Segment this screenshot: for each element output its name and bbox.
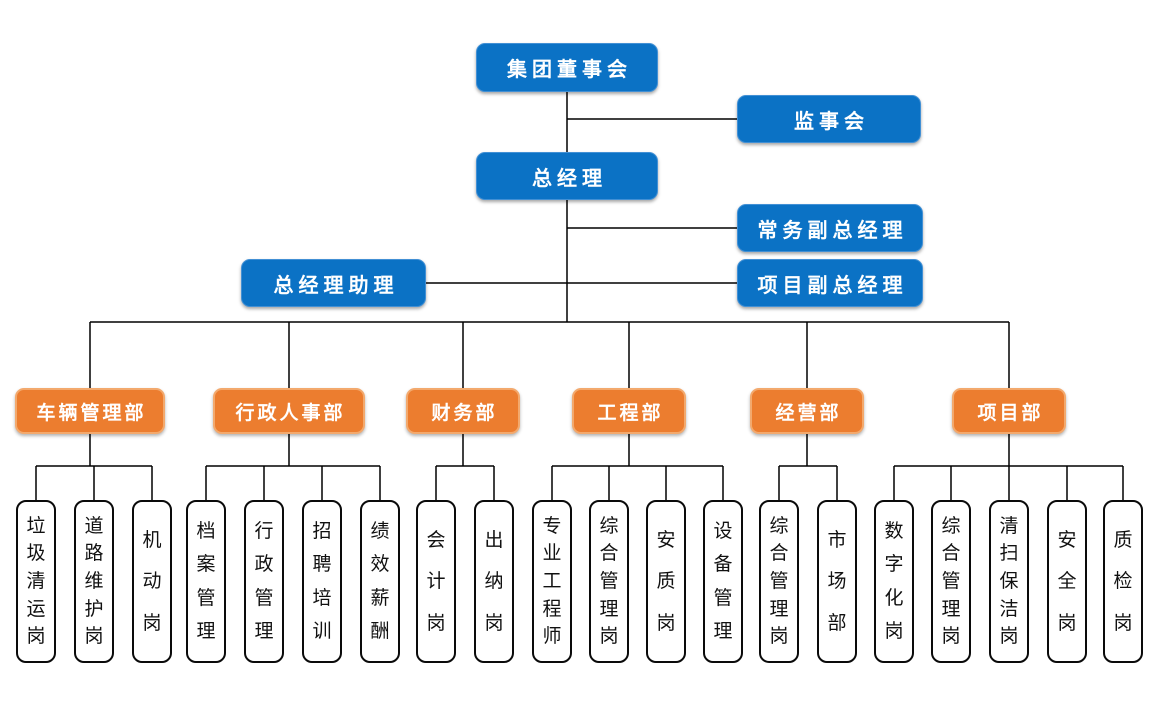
pos-admin-mgmt: 行政管理 <box>244 500 284 663</box>
pos-cashier: 出纳岗 <box>474 500 514 663</box>
pos-cleaning: 清扫保洁岗 <box>989 500 1029 663</box>
dept-vehicle-management: 车辆管理部 <box>15 388 165 434</box>
pos-safety-quality: 安质岗 <box>646 500 686 663</box>
pos-archives-mgmt: 档案管理 <box>186 500 226 663</box>
pos-general-mgmt-engineering: 综合管理岗 <box>589 500 629 663</box>
pos-general-mgmt-operations: 综合管理岗 <box>759 500 799 663</box>
node-supervisory-board: 监事会 <box>737 95 921 143</box>
dept-hr-admin: 行政人事部 <box>213 388 365 434</box>
dept-engineering: 工程部 <box>572 388 686 434</box>
node-gm-assistant: 总经理助理 <box>241 259 426 307</box>
pos-digitalization: 数字化岗 <box>874 500 914 663</box>
node-general-manager: 总经理 <box>476 152 658 200</box>
dept-finance: 财务部 <box>406 388 520 434</box>
pos-mobile-duty: 机动岗 <box>132 500 172 663</box>
pos-recruit-training: 招聘培训 <box>302 500 342 663</box>
pos-performance-pay: 绩效薪酬 <box>360 500 400 663</box>
pos-garbage-collection: 垃圾清运岗 <box>16 500 56 663</box>
pos-accounting: 会计岗 <box>416 500 456 663</box>
dept-project: 项目部 <box>952 388 1066 434</box>
node-project-deputy-gm: 项目副总经理 <box>737 259 923 307</box>
pos-quality-inspection: 质检岗 <box>1103 500 1143 663</box>
pos-general-mgmt-project: 综合管理岗 <box>931 500 971 663</box>
pos-equipment-mgmt: 设备管理 <box>703 500 743 663</box>
pos-professional-engineer: 专业工程师 <box>532 500 572 663</box>
pos-market: 市场部 <box>817 500 857 663</box>
pos-road-maintenance: 道路维护岗 <box>74 500 114 663</box>
node-executive-deputy-gm: 常务副总经理 <box>737 204 923 252</box>
node-group-board: 集团董事会 <box>476 43 658 92</box>
dept-operations: 经营部 <box>750 388 864 434</box>
pos-safety: 安全岗 <box>1047 500 1087 663</box>
